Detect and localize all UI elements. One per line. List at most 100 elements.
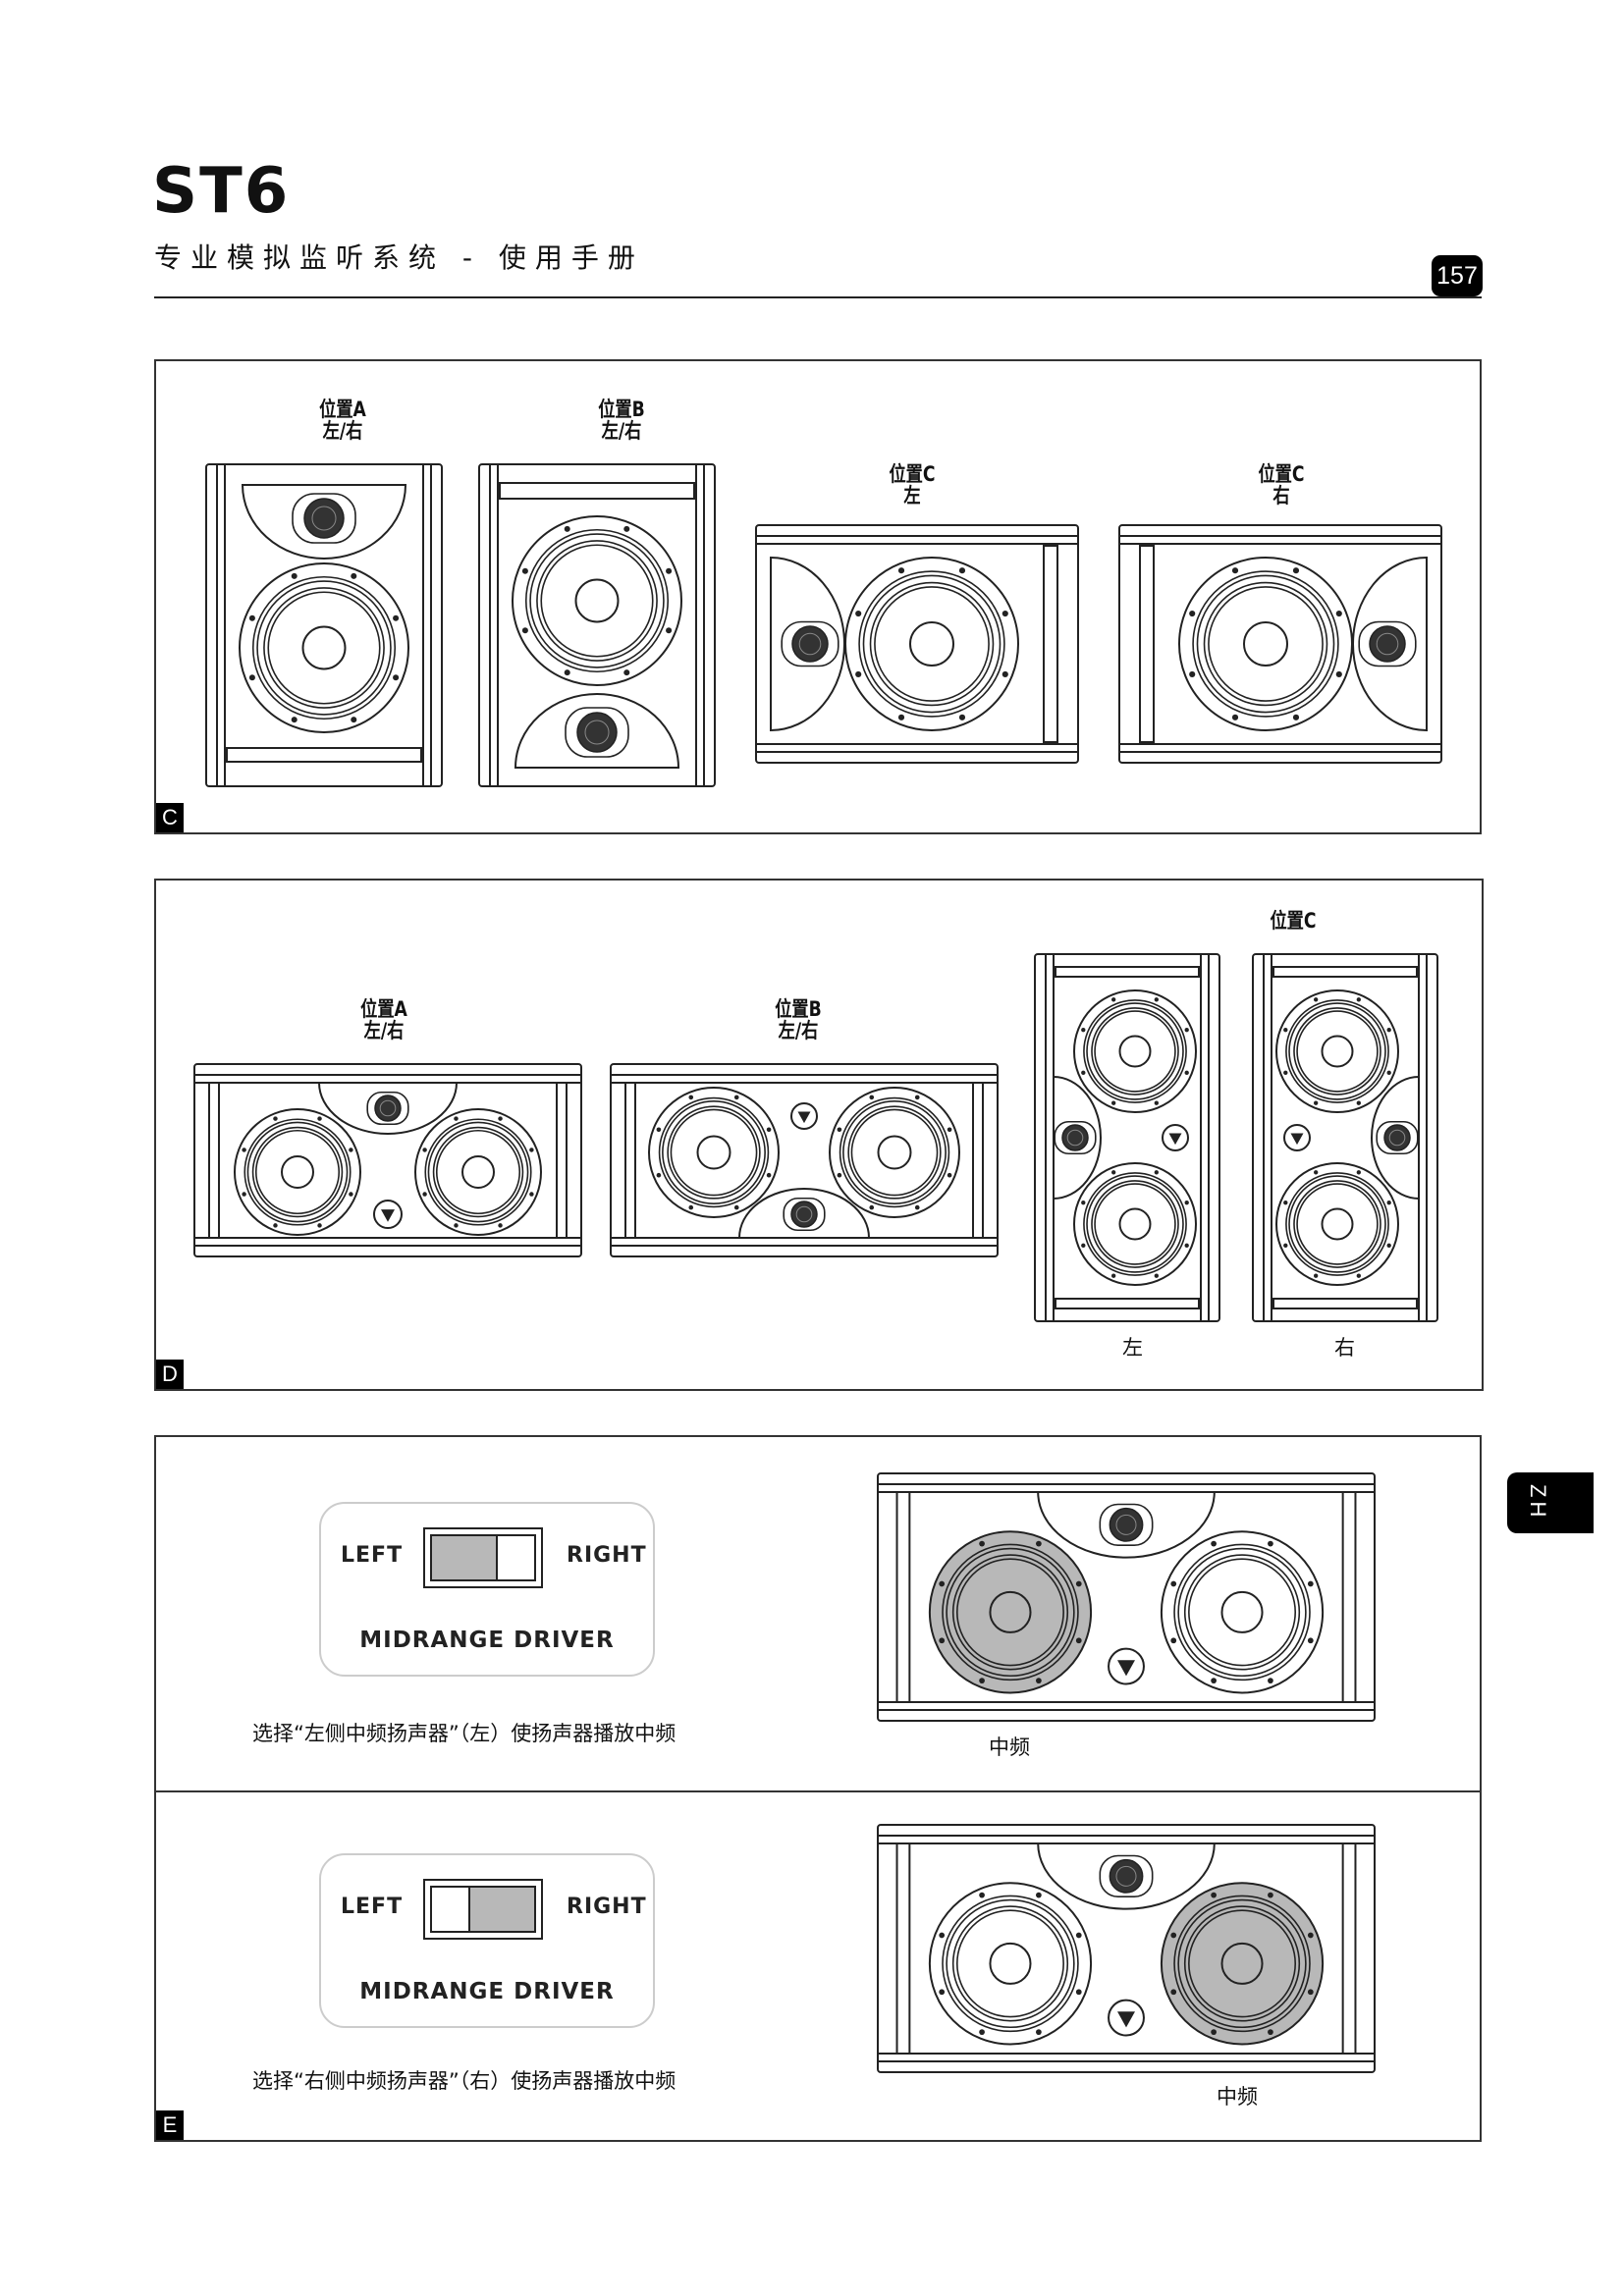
switch-right-label: RIGHT xyxy=(567,1895,647,1919)
screw xyxy=(1154,1170,1159,1175)
speaker-three-way-position-c-right xyxy=(1252,953,1438,1322)
woofer-driver xyxy=(829,1087,960,1218)
tweeter-driver xyxy=(783,1197,826,1232)
screw xyxy=(1211,1678,1217,1684)
screw xyxy=(979,1678,985,1684)
screw xyxy=(947,1127,952,1133)
port-slot xyxy=(499,482,695,500)
screw xyxy=(349,1192,353,1197)
driver-surround xyxy=(1203,581,1328,707)
dust-cap xyxy=(461,1155,495,1189)
screw xyxy=(1111,1273,1116,1278)
switch-knob[interactable] xyxy=(468,1888,534,1931)
tweeter-driver xyxy=(1358,620,1417,667)
screw xyxy=(1036,1540,1042,1547)
switch-left-label: LEFT xyxy=(341,1895,404,1919)
screw xyxy=(291,572,298,579)
label-line2: 左/右 xyxy=(363,1019,405,1042)
header-rule xyxy=(154,296,1482,298)
language-tab[interactable]: ZH xyxy=(1507,1472,1594,1533)
woofer-driver xyxy=(1160,1530,1325,1694)
driver-surround xyxy=(427,1121,529,1223)
midrange-switch[interactable] xyxy=(423,1879,543,1940)
figure-d-label-c: 位置C xyxy=(1270,909,1317,933)
screw xyxy=(317,1223,322,1228)
screw xyxy=(837,1127,842,1133)
switch-knob[interactable] xyxy=(432,1536,498,1579)
driver-surround xyxy=(1288,1175,1386,1273)
label-line1: 位置C xyxy=(1258,462,1305,486)
tweeter-grille-ring xyxy=(584,720,610,745)
screw xyxy=(855,610,862,617)
driver-surround xyxy=(667,1105,761,1200)
label-line1: 位置A xyxy=(360,997,407,1021)
driver-frame xyxy=(928,1530,1093,1694)
focal-logo-icon xyxy=(790,1102,818,1130)
screw xyxy=(349,1148,353,1152)
driver-surround xyxy=(1296,1183,1379,1265)
dust-cap xyxy=(1321,1207,1354,1241)
label-line2: 右 xyxy=(1272,484,1290,507)
side-port xyxy=(895,1842,911,2055)
screw xyxy=(1268,1892,1273,1898)
screw xyxy=(979,1892,985,1898)
driver-surround xyxy=(1086,1175,1184,1273)
cabinet-outline xyxy=(877,1824,1376,2073)
screw xyxy=(1231,714,1239,721)
tweeter-driver xyxy=(565,707,629,758)
dust-cap xyxy=(1321,1035,1354,1068)
driver-surround xyxy=(1094,1183,1176,1265)
screw xyxy=(688,1095,694,1100)
tweeter-grille xyxy=(374,1095,402,1122)
cabinet-outline xyxy=(1034,953,1220,1322)
cabinet-outline xyxy=(755,524,1079,764)
screw xyxy=(666,567,673,574)
cabinet-outline xyxy=(610,1063,999,1257)
tweeter-grille xyxy=(303,498,345,539)
screw xyxy=(1283,1201,1288,1205)
screw xyxy=(1307,1580,1314,1587)
screw xyxy=(529,1148,534,1152)
figure-e-driver-label-1: 中频 xyxy=(989,1735,1030,1759)
logo-glyph xyxy=(1117,1660,1135,1677)
speaker-three-way-right-midrange xyxy=(877,1824,1376,2073)
driver-surround xyxy=(1188,1909,1297,2018)
language-tab-label: ZH xyxy=(1526,1484,1550,1522)
screw xyxy=(1356,1273,1361,1278)
port-slot xyxy=(1055,966,1200,978)
driver-frame xyxy=(239,562,409,733)
screw xyxy=(1386,1070,1391,1075)
document-title: ST6 xyxy=(152,155,291,228)
tweeter-grille-ring xyxy=(795,1205,813,1223)
driver-surround xyxy=(1083,999,1187,1103)
screw xyxy=(1036,1892,1042,1898)
tweeter-grille-ring xyxy=(798,632,822,656)
screw xyxy=(564,525,570,532)
screw xyxy=(1307,1637,1314,1644)
cabinet-outline xyxy=(1252,953,1438,1322)
side-port xyxy=(556,1082,568,1239)
driver-surround xyxy=(869,581,995,707)
screw xyxy=(1386,1201,1391,1205)
dust-cap xyxy=(1118,1207,1152,1241)
driver-surround xyxy=(251,1126,344,1218)
dust-cap xyxy=(909,621,954,667)
driver-surround xyxy=(1196,574,1335,714)
label-line1: 位置A xyxy=(319,398,366,421)
screw xyxy=(837,1172,842,1178)
screw xyxy=(1075,1637,1082,1644)
midrange-switch[interactable] xyxy=(423,1527,543,1588)
driver-surround xyxy=(862,574,1001,714)
screw xyxy=(1292,714,1300,721)
driver-surround xyxy=(424,1118,532,1226)
screw xyxy=(242,1192,246,1197)
tweeter-driver xyxy=(292,493,356,544)
logo-glyph xyxy=(1168,1133,1182,1146)
screw xyxy=(766,1172,772,1178)
screw xyxy=(869,1095,875,1100)
driver-surround xyxy=(1083,1172,1187,1276)
driver-surround xyxy=(1177,1898,1307,2029)
tweeter-grille xyxy=(1061,1124,1089,1151)
